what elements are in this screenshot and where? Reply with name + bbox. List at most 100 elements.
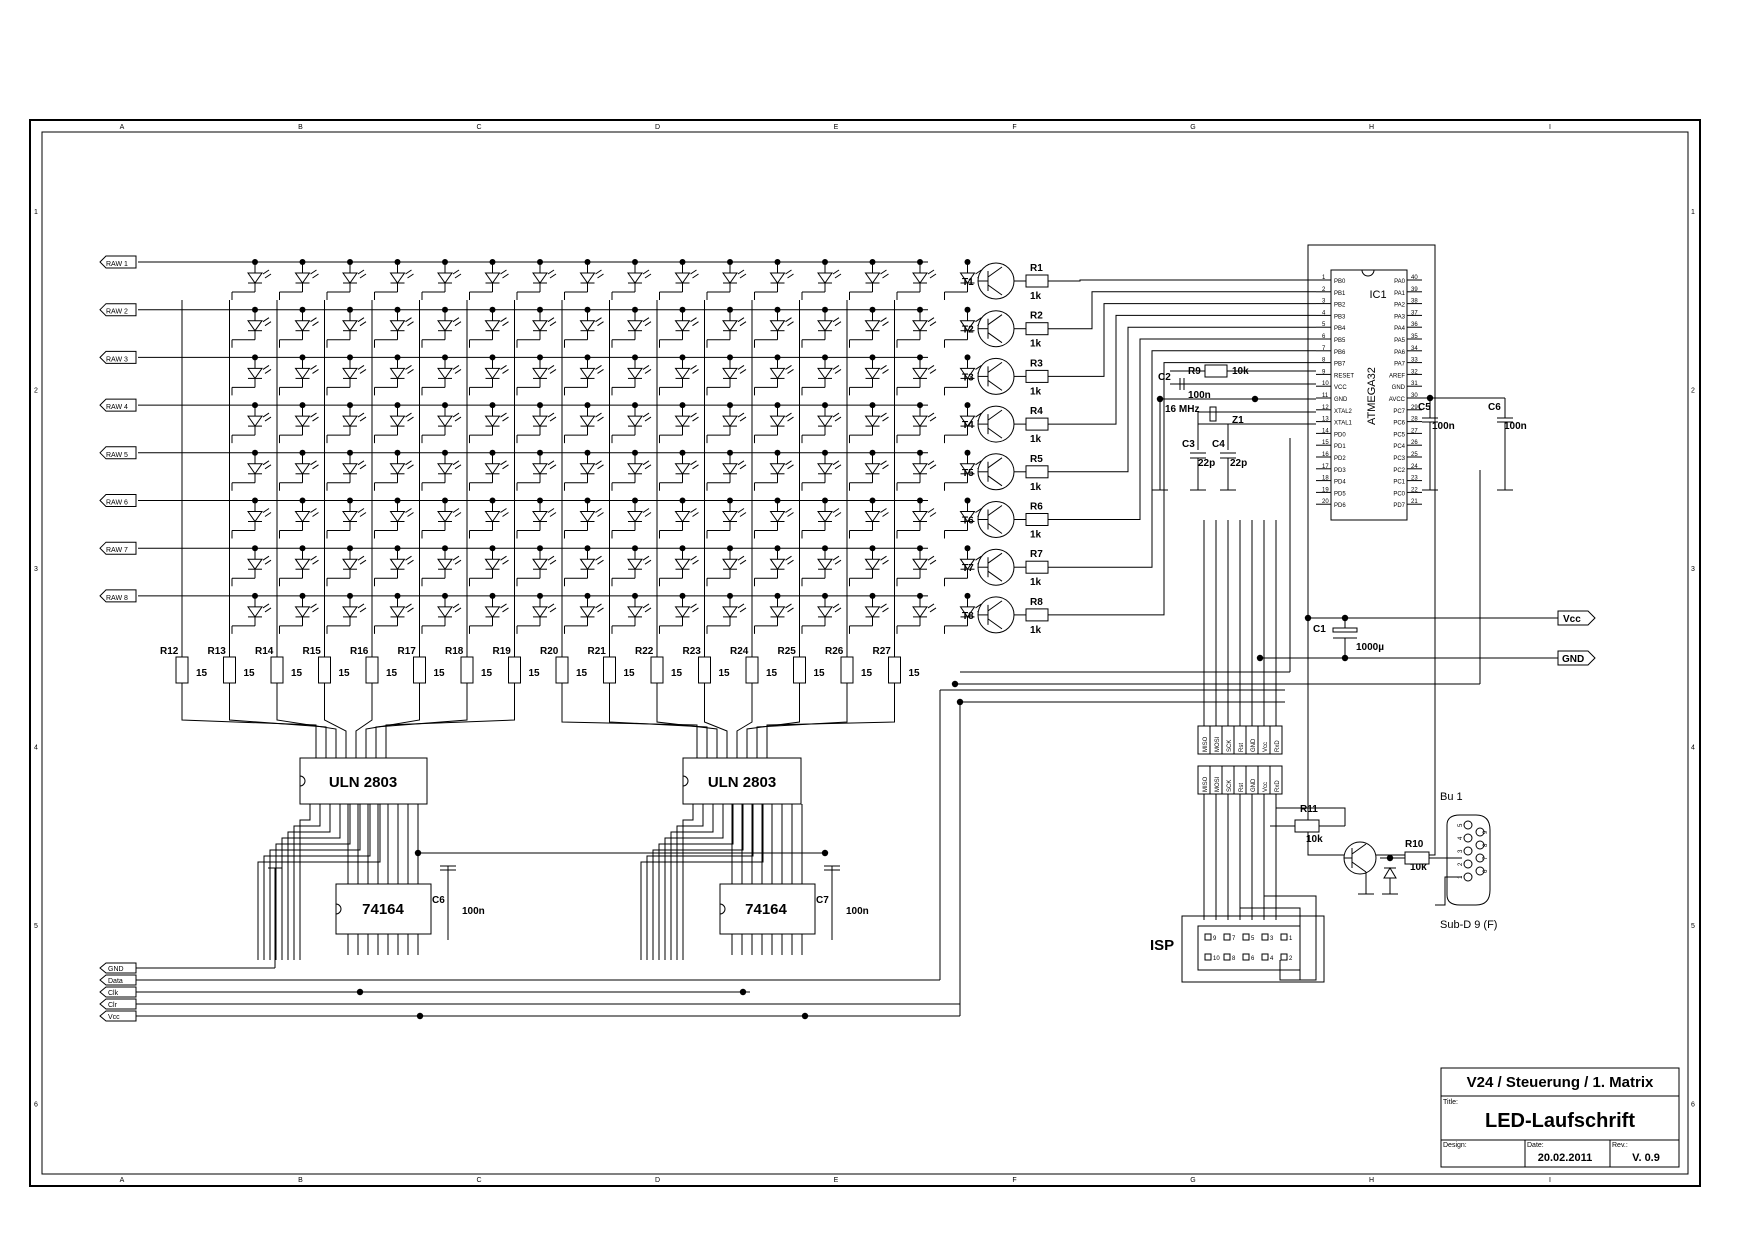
- zone-marker-right: 3: [1691, 566, 1695, 573]
- led-icon: [389, 511, 406, 523]
- isp-pin-number: 9: [1213, 936, 1217, 942]
- mcu-right-pin-number: 21: [1411, 499, 1418, 505]
- mcu-left-pin: GND: [1334, 397, 1348, 403]
- led-icon: [864, 558, 881, 571]
- led-icon: [769, 272, 786, 284]
- mcu-right-pin-number: 33: [1411, 358, 1418, 364]
- led-icon: [912, 415, 928, 427]
- zone-marker-left: 5: [34, 923, 38, 930]
- transistor-label: T5: [962, 468, 974, 479]
- led-icon: [294, 320, 311, 332]
- mcu-name: IC1: [1369, 289, 1386, 301]
- row-input-tag: [99, 541, 137, 555]
- connector-pin-number: 9: [1483, 830, 1489, 834]
- mcu-right-pin-number: 23: [1411, 476, 1418, 482]
- led-icon: [247, 320, 263, 332]
- led-icon: [959, 272, 976, 284]
- mcu-right-pin: PC2: [1393, 468, 1405, 474]
- led-icon: [389, 606, 406, 618]
- led-icon: [389, 367, 406, 380]
- mcu-left-pin: PB2: [1334, 303, 1346, 309]
- led-icon: [342, 367, 358, 380]
- uln2803-left: ULN 2803: [299, 757, 428, 805]
- junction-dot: [801, 1012, 809, 1020]
- zone-marker-left: 4: [34, 745, 38, 752]
- led-icon: [674, 558, 691, 571]
- diode-icon: [1383, 867, 1397, 879]
- zone-marker-bottom: E: [834, 1177, 839, 1184]
- row-input-label: RAW 6: [106, 500, 128, 507]
- led-icon: [294, 511, 311, 523]
- column-resistor-label: R27: [873, 646, 892, 657]
- resistor-icon: [650, 656, 664, 684]
- rev-caption: Rev.:: [1612, 1142, 1628, 1149]
- mcu-left-pin: PB7: [1334, 362, 1346, 368]
- connector-name: Bu 1: [1440, 791, 1463, 803]
- resistor-icon: [1404, 851, 1430, 865]
- led-icon: [437, 272, 453, 284]
- resistor-icon: [270, 656, 284, 684]
- column-resistor-label: R20: [540, 646, 559, 657]
- zone-marker-bottom: I: [1549, 1177, 1551, 1184]
- resistor-icon: [1025, 465, 1049, 479]
- row-input-tag: [99, 303, 137, 317]
- zone-marker-top: H: [1369, 124, 1374, 131]
- led-icon: [959, 463, 976, 475]
- row-input-label: RAW 7: [106, 547, 128, 554]
- row-resistor-value: 1k: [1030, 339, 1042, 350]
- column-resistor-label: R25: [778, 646, 797, 657]
- led-icon: [579, 511, 596, 523]
- column-resistor-label: R23: [683, 646, 702, 657]
- row-resistor-value: 1k: [1030, 291, 1042, 302]
- c1-value: 1000µ: [1356, 642, 1384, 653]
- mcu-right-pin: PC1: [1393, 480, 1405, 486]
- mcu-right-pin-number: 37: [1411, 310, 1418, 316]
- resistor-icon: [175, 656, 189, 684]
- led-icon: [674, 320, 691, 332]
- mcu-right-pin: GND: [1392, 385, 1406, 391]
- zone-marker-left: 3: [34, 566, 38, 573]
- led-icon: [959, 558, 976, 571]
- driver-chips: ULN 2803 ULN 2803 74164 C6 100n 74164 C7…: [299, 757, 869, 935]
- led-icon: [674, 272, 691, 284]
- mcu-right-pin: PA4: [1394, 326, 1406, 332]
- isp-pin: [1223, 933, 1231, 941]
- zone-marker-top: B: [298, 124, 303, 131]
- resistor-icon: [555, 656, 569, 684]
- mcu-right-pin-number: 24: [1411, 464, 1418, 470]
- shift-register-right: 74164 C7 100n: [719, 883, 869, 935]
- row-resistor-label: R6: [1030, 502, 1043, 513]
- mcu-left-pin-number: 14: [1322, 428, 1329, 434]
- led-icon: [294, 558, 311, 571]
- mcu-left-pin-number: 19: [1322, 487, 1329, 493]
- led-icon: [722, 415, 738, 427]
- mcu-right-pin: PC3: [1393, 456, 1405, 462]
- led-icon: [817, 272, 833, 284]
- led-icon: [294, 415, 311, 427]
- isp-pin-number: 1: [1289, 936, 1293, 942]
- crystal-label: 16 MHz: [1165, 404, 1199, 415]
- c4-value: 22p: [1230, 458, 1247, 469]
- column-resistor-value: 15: [719, 668, 731, 679]
- column-resistors: R1215R1315R1415R1515R1615R1715R1815R1915…: [160, 645, 920, 712]
- led-icon: [389, 320, 406, 332]
- c2-label: C2: [1158, 372, 1171, 383]
- led-icon: [484, 320, 501, 332]
- zone-marker-bottom: G: [1190, 1177, 1195, 1184]
- junction-dot: [1304, 614, 1312, 622]
- led-icon: [342, 463, 358, 475]
- mcu-left-pin: XTAL2: [1334, 409, 1353, 415]
- mcu-right-pin: PA5: [1394, 338, 1406, 344]
- title-block-date: 20.02.2011: [1538, 1152, 1592, 1164]
- led-icon: [769, 606, 786, 618]
- led-icon: [437, 367, 453, 380]
- row-input-label: RAW 2: [106, 309, 128, 316]
- column-resistor-label: R17: [398, 646, 417, 657]
- isp-pin: [1242, 933, 1250, 941]
- transistor-label: T1: [962, 277, 974, 288]
- atmega32: IC1 ATMEGA32 PB01PB12PB23PB34PB45PB56PB6…: [1072, 269, 1422, 616]
- led-icon: [247, 272, 263, 284]
- outer-frame: [29, 119, 1701, 1187]
- junction-dot: [1251, 395, 1259, 403]
